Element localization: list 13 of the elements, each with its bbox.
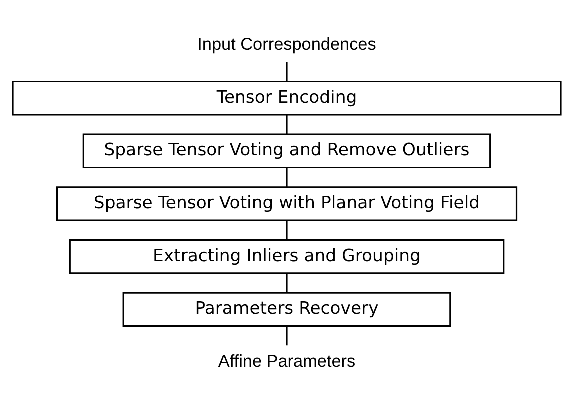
- node-box: Parameters Recovery: [122, 292, 452, 327]
- connector: [286, 62, 288, 81]
- node-text: Input Correspondences: [198, 34, 376, 54]
- connector: [286, 326, 288, 346]
- connector: [286, 114, 288, 134]
- connector: [286, 272, 288, 292]
- node-box: Tensor Encoding: [12, 80, 562, 116]
- node-box: Sparse Tensor Voting with Planar Voting Field: [56, 186, 518, 221]
- node-text: Affine Parameters: [218, 350, 356, 371]
- node-box: Extracting Inliers and Grouping: [69, 238, 505, 274]
- node-box: Sparse Tensor Voting and Remove Outliers: [82, 133, 492, 168]
- connector: [286, 220, 288, 240]
- connector: [286, 167, 288, 187]
